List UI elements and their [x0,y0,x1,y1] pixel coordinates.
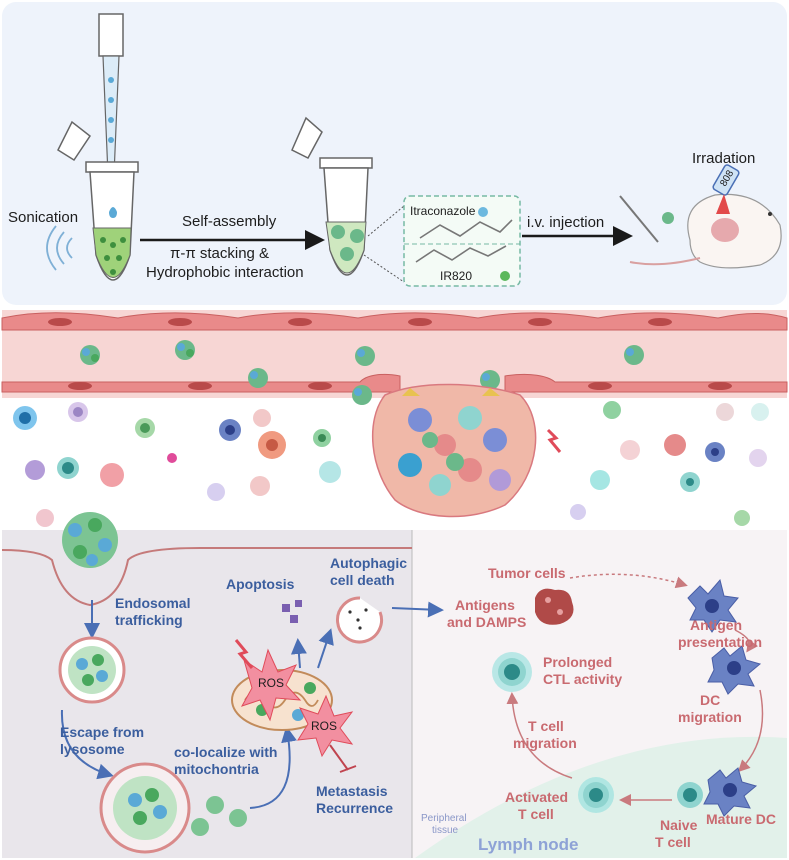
naive-t-cell [677,782,703,808]
endosomal-label-1: Endosomal [115,595,191,611]
injection-label: i.v. injection [527,214,605,231]
lymph-node-label: Lymph node [478,835,579,854]
lysosome [99,762,191,854]
metastasis-label: Metastasis [316,783,388,799]
tube-left [57,120,139,281]
autophagosome [336,596,383,644]
ros-label-left: ROS [258,676,285,690]
tumor-cells-label: Tumor cells [488,565,566,581]
tcell-migration-label-1: T cell [528,718,564,734]
prolonged-label-1: Prolonged [543,654,613,670]
coloc-label-1: co-localize with [174,744,278,760]
pipette [98,13,124,176]
hydrophobic-label: Hydrophobic interaction [146,264,304,281]
recurrence-label: Recurrence [316,800,394,816]
ros-burst-right [297,694,354,758]
preparation-panel [2,2,787,305]
prolonged-label-2: CTL activity [543,671,623,687]
sonication-label: Sonication [8,209,79,226]
nanoparticle-cluster-endocytosis [62,512,118,568]
autophagic-label-2: cell death [330,572,395,588]
activated-label-2: T cell [518,806,554,822]
dc-migration-label-1: DC [700,692,721,708]
endosome [58,636,126,704]
syringe [619,195,674,243]
dendritic-cell-middle [707,645,762,695]
antigens-label-2: and DAMPS [447,614,527,630]
dc-migration-label-2: migration [678,709,742,725]
itraconazole-label: Itraconazole [410,204,476,218]
ctl-cell [492,652,532,692]
antigen-presentation-label-2: presentation [678,634,763,650]
endosomal-label-2: trafficking [115,612,183,628]
antigen-presentation-label-1: Antigen [690,617,743,633]
activated-t-cell [578,777,614,813]
peripheral-label-1: Peripheral [421,813,467,824]
endothelium-top [1,312,788,331]
apoptosis-label: Apoptosis [226,576,295,592]
mouse [629,193,782,269]
endothelium-bottom [1,373,788,393]
mature-dc-label: Mature DC [706,811,777,827]
activated-label-1: Activated [505,789,569,805]
stacking-label: π-π stacking & [170,245,270,262]
autophagic-label-1: Autophagic [330,555,407,571]
tumor-cell-debris [535,588,574,625]
coloc-label-2: mitochontria [174,761,259,777]
ros-burst-left [240,648,302,722]
sonication-waves [46,225,73,271]
irradiation-label: Irradation [692,150,756,167]
tcell-migration-label-2: migration [513,735,577,751]
nanoparticles-in-vessel [80,340,644,405]
molecule-box [363,195,521,287]
laser [712,164,740,214]
antigens-label-1: Antigens [455,597,515,613]
ros-label-right: ROS [311,719,338,733]
escape-label-1: Escape from [60,724,145,740]
apoptotic-fragments [282,600,302,623]
released-nanoparticles [191,796,247,836]
escape-label-2: lysosome [60,741,125,757]
tube-middle [291,116,373,276]
dendritic-cell-top [687,578,739,633]
mature-dc [703,767,758,817]
naive-label-1: Naive [660,817,698,833]
peripheral-label-2: tissue [432,825,459,836]
naive-label-2: T cell [655,834,691,850]
self-assembly-label: Self-assembly [182,213,277,230]
tumor-mass [371,383,537,518]
ir820-label: IR820 [440,269,473,283]
tissue-cells [13,401,769,527]
